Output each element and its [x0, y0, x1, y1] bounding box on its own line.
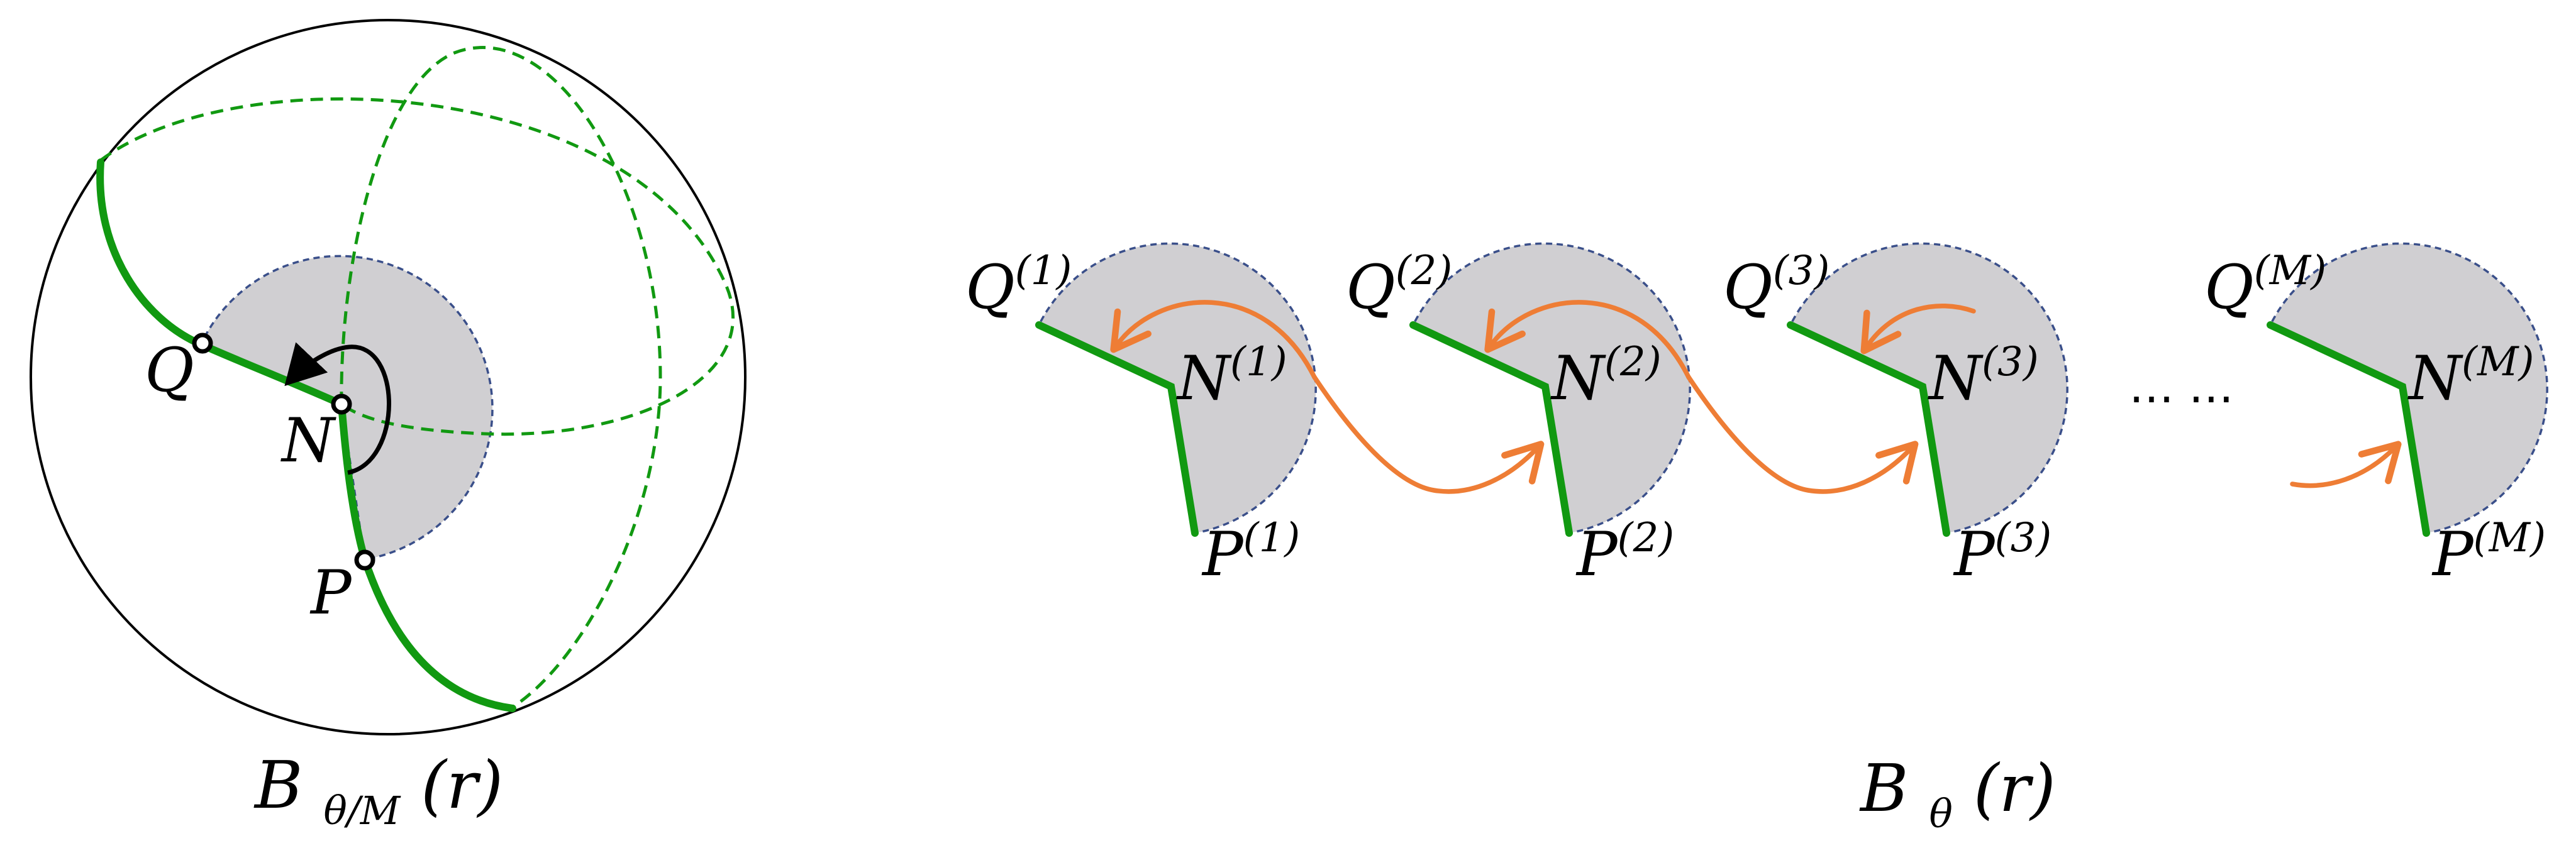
dashed-geodesic-horizontal	[99, 97, 735, 436]
point-Q-marker	[192, 333, 213, 354]
ellipsis: … …	[2129, 360, 2234, 413]
geodesic-copy-M	[2267, 321, 2430, 537]
label-N-2: N(2)	[1550, 339, 1662, 414]
geodesic-copy-2	[1409, 321, 1573, 537]
sector-region-2	[1411, 242, 1691, 535]
label-Q-M: Q(M)	[2204, 248, 2326, 322]
sector-copy-2: Q(2) N(2) P(2)	[1346, 242, 1691, 590]
point-N-marker	[331, 393, 352, 415]
label-P-3: P(3)	[1953, 515, 2051, 590]
label-N-M: N(M)	[2407, 339, 2534, 414]
arrow-link-into-M	[2290, 441, 2402, 488]
label-P-M: P(M)	[2431, 515, 2546, 590]
label-Q: Q	[145, 335, 194, 405]
label-P-2: P(2)	[1575, 515, 1674, 590]
label-Q-3: Q(3)	[1723, 248, 1829, 322]
right-caption-sub: θ	[1929, 791, 1953, 837]
arrow-rotation-3	[1860, 303, 1976, 355]
label-N-1: N(1)	[1176, 339, 1287, 414]
left-caption: B θ/M (r)	[253, 747, 503, 840]
sector-region-1	[1037, 242, 1317, 535]
sector-copy-1: Q(1) N(1) P(1)	[965, 242, 1317, 590]
left-caption-arg: (r)	[421, 747, 503, 823]
geodesic-copy-1	[1035, 321, 1199, 537]
right-copies-figure: Q(1) N(1) P(1) Q(2) N(2) P(2)	[965, 242, 2548, 843]
dashed-geodesic-vertical	[340, 46, 662, 709]
right-caption: B θ (r)	[1859, 750, 2056, 843]
rotation-arrow	[284, 342, 391, 475]
arrow-rotation-2	[1484, 300, 1691, 380]
label-N: N	[280, 405, 336, 476]
sector-region-3	[1789, 242, 2068, 535]
geodesic-N-to-P	[338, 400, 516, 712]
label-N-3: N(3)	[1928, 339, 2039, 414]
right-caption-arg: (r)	[1974, 750, 2056, 827]
sector-region-M	[2268, 242, 2548, 535]
ball-boundary	[30, 19, 747, 735]
sector-copy-3: Q(3) N(3) P(3)	[1723, 242, 2068, 590]
geodesic-copy-3	[1787, 321, 1950, 537]
sector-copy-M: Q(M) N(M) P(M)	[2204, 242, 2548, 590]
arrow-link-2-to-3	[1686, 375, 1919, 494]
left-caption-base: B	[253, 747, 303, 823]
right-caption-base: B	[1859, 750, 1908, 827]
left-caption-sub: θ/M	[324, 788, 401, 834]
label-P: P	[309, 558, 352, 628]
left-ball-figure: Q N P B θ/M (r)	[30, 19, 747, 840]
label-Q-2: Q(2)	[1346, 248, 1452, 322]
label-Q-1: Q(1)	[965, 248, 1072, 322]
point-P-marker	[354, 549, 375, 571]
label-P-1: P(1)	[1201, 515, 1300, 590]
arrow-link-1-to-2	[1312, 375, 1545, 494]
arrow-rotation-1	[1110, 300, 1317, 380]
